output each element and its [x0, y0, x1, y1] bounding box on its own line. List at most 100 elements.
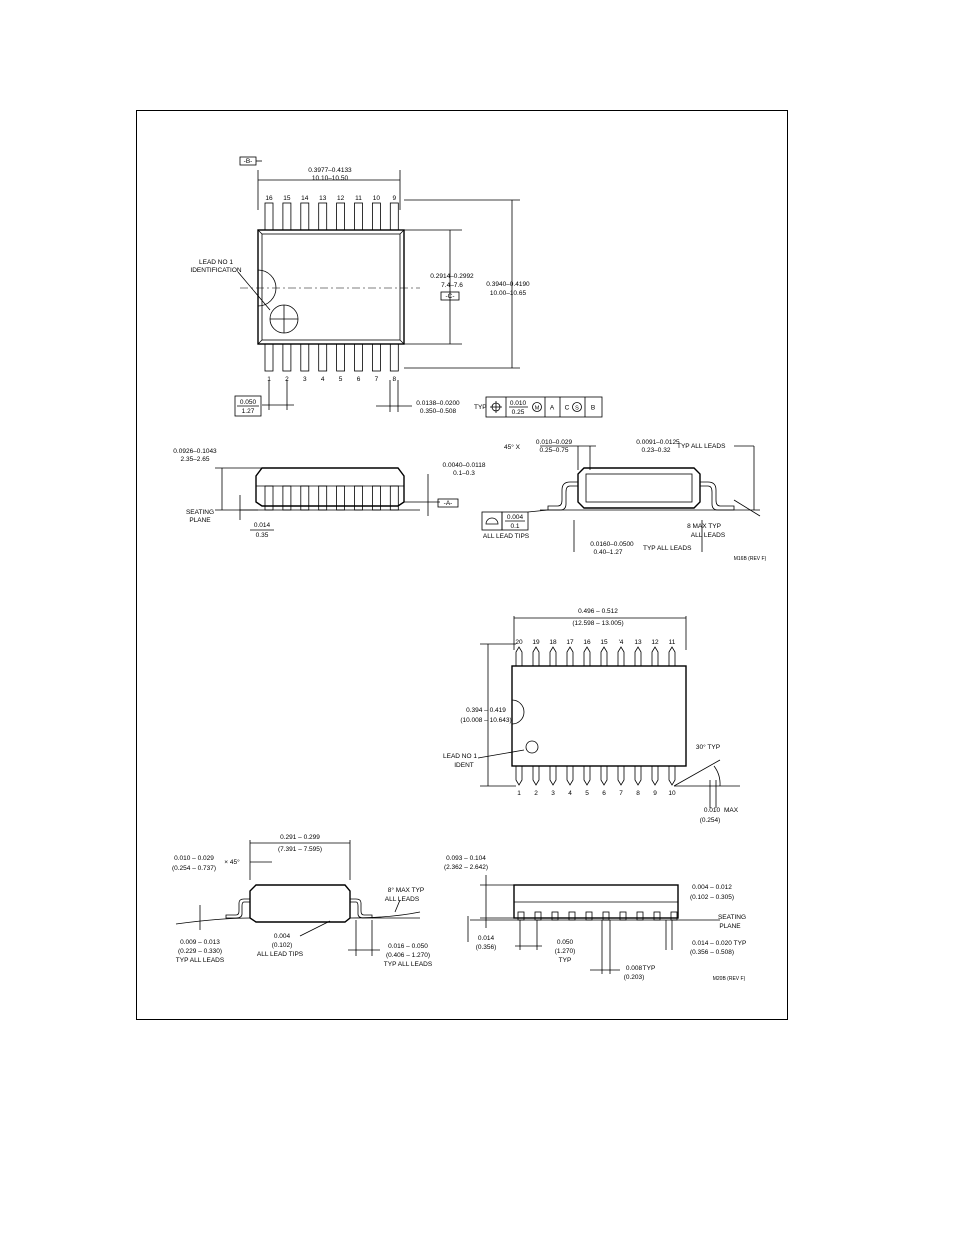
pkg20-len-mm: (12.598 – 13.005) [572, 620, 623, 627]
pkg16-bottom-pin-label: 3 [303, 376, 307, 383]
pkg20-top-pin-label: 20 [515, 639, 523, 646]
pkg20-top-pin-label: 13 [634, 639, 642, 646]
pkg16-top-pin [354, 202, 363, 231]
pkg20-bottom-pin [617, 766, 625, 786]
pkg16-bottom-pin [318, 343, 328, 372]
pkg16-top-pin-label: 15 [283, 195, 291, 202]
pkg20-side-view: 0.093 – 0.104 (2.362 – 2.642) 0.004 – 0.… [444, 855, 746, 982]
pkg20-top-pin [515, 646, 523, 666]
pkg16-left-lead [547, 481, 578, 511]
pkg16-leadthk-mm: 0.23–0.32 [642, 447, 671, 454]
pkg20-top-pin-label: 16 [583, 639, 591, 646]
pkg20-top-pin-label: 17 [566, 639, 574, 646]
pkg20-copl-mm: (0.102) [272, 942, 293, 949]
pkg20-side-lead [585, 911, 593, 921]
pkg16-foot-typ: TYP ALL LEADS [643, 545, 692, 552]
pkg20-bottom-pin [600, 766, 608, 786]
pkg20-leadthk-in: 0.009 – 0.013 [180, 939, 220, 946]
tol-b: B [591, 405, 595, 412]
pkg20-top-pin-label: 11 [669, 639, 676, 646]
pkg16-side-body [255, 467, 405, 507]
pkg20-gap-typ: TYP [643, 965, 656, 972]
pkg20-left-lead [225, 898, 250, 919]
drawing-frame [136, 110, 788, 1020]
pkg20-leadw-typ: TYP [734, 940, 747, 947]
pkg16-pitch-in: 0.050 [240, 399, 257, 406]
pkg20-lead1-1: LEAD NO 1 [443, 753, 477, 760]
pkg20-top-pin [668, 646, 676, 666]
pkg20-top-pin-label: 15 [600, 639, 608, 646]
pkg20-bottom-pin [515, 766, 523, 786]
pkg20-side-lead [534, 911, 542, 921]
pkg20-standoff-mm: (0.102 – 0.305) [690, 894, 734, 901]
pkg16-right-lead [700, 481, 735, 511]
pkg20-body-mm: (7.391 – 7.595) [278, 846, 322, 853]
pkg20-chamfer-mm: (0.254 – 0.737) [172, 865, 216, 872]
pkg20-top-pin [532, 646, 540, 666]
pkg20-side-lead [619, 911, 627, 921]
pkg20-top-pin-label: 19 [532, 639, 540, 646]
pkg20-side-lead [602, 911, 610, 921]
pkg20-gap-mm: (0.203) [624, 974, 645, 981]
pkg20-height-in: 0.093 – 0.104 [446, 855, 486, 862]
pkg20-foot-in: 0.016 – 0.050 [388, 943, 428, 950]
pkg20-leadthk-mm: (0.229 – 0.330) [178, 948, 222, 955]
pkg16-top-pin-label: 13 [319, 195, 327, 202]
pkg16-bottom-pin-label: 5 [339, 376, 343, 383]
pkg16-top-pin-label: 10 [373, 195, 381, 202]
pkg20-top-pin [634, 646, 642, 666]
pkg16-foot-in: 0.0160–0.0500 [590, 541, 634, 548]
pkg16-top-pin [300, 202, 310, 231]
pkg16-bottom-pin [264, 343, 274, 372]
pkg20-body [511, 665, 687, 767]
pkg20-side-lead [551, 911, 559, 921]
pkg16-leadthk-in: 0.0091–0.0125 [636, 439, 680, 446]
pkg16-top-pin [389, 202, 399, 231]
pkg20-leadw-mm: (0.356 – 0.508) [690, 949, 734, 956]
pkg20-height-mm: (2.362 – 2.642) [444, 864, 488, 871]
pkg16-bottom-pin-label: 8 [392, 376, 396, 383]
pkg20-angle30: 30° TYP [696, 743, 720, 751]
pkg16-angle-1: 8 MAX TYP [687, 523, 721, 530]
pkg16-body-w-in: 0.2914–0.2992 [430, 273, 474, 280]
pkg20-side-lead [670, 911, 678, 921]
pkg20-foot-typ: TYP ALL LEADS [384, 961, 433, 968]
pkg20-tipmax-in: 0.010 [704, 807, 721, 814]
pkg20-bottom-pin [668, 766, 676, 786]
pkg16-top-pin [282, 202, 292, 231]
pkg20-top-pin-label: '4 [619, 639, 624, 646]
pkg16-bottom-pin-label: 4 [321, 376, 325, 383]
pkg16-lead-w-typ: TYP [474, 404, 487, 411]
datum-c-label: -C- [445, 293, 454, 300]
pkg20-seating-1: SEATING [718, 914, 746, 921]
pkg20-pitch-in: 0.050 [557, 939, 574, 946]
pkg20-end-body [249, 884, 351, 923]
pkg20-width-in: 0.394 – 0.419 [466, 707, 506, 714]
pkg16-all-lead-tips: ALL LEAD TIPS [483, 533, 530, 540]
pkg20-bottom-pin [651, 766, 659, 786]
pkg20-tipmax-mm: (0.254) [700, 817, 721, 824]
pkg20-side-body [513, 884, 679, 919]
pkg20-end-view: 0.291 – 0.299 (7.391 – 7.595) 0.010 – 0.… [172, 834, 433, 968]
pkg20-top-pin [617, 646, 625, 666]
pkg20-angle8-1: 8° MAX TYP [388, 886, 424, 894]
pkg16-body [257, 229, 405, 345]
pkg20-bottom-pin [549, 766, 557, 786]
pkg20-right-lead [350, 898, 373, 919]
pkg16-copl-mm: 0.1 [510, 523, 519, 530]
pkg20-bottom-pin-label: 2 [534, 790, 538, 797]
pkg20-bottom-pin-label: 1 [517, 790, 521, 797]
pkg20-side-lead [636, 911, 644, 921]
pkg16-bottom-pin-label: 2 [285, 376, 289, 383]
tol-s: S [575, 406, 579, 412]
pkg16-top-pin-label: 11 [355, 195, 362, 202]
pkg16-top-pin-label: 14 [301, 195, 309, 202]
pkg16-end-body [577, 467, 701, 509]
pkg16-bottom-pin [389, 343, 399, 372]
rfs-icon [572, 402, 582, 412]
